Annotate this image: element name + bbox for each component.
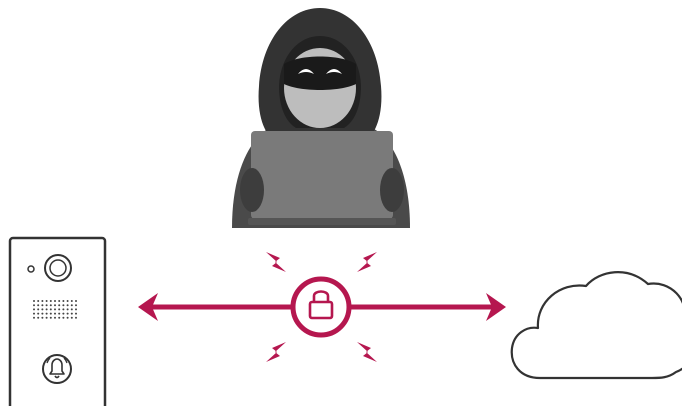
grille-dot xyxy=(41,308,44,311)
grille-dot xyxy=(58,312,61,315)
grille-dot xyxy=(45,304,48,307)
hacker-left-eye xyxy=(298,69,314,74)
laptop-screen-back xyxy=(251,131,393,219)
grille-dot xyxy=(62,316,65,319)
grille-dot xyxy=(41,300,44,302)
video-doorbell-icon xyxy=(8,236,107,406)
grille-dot xyxy=(41,304,44,307)
lightning-bolt-icon xyxy=(357,342,377,362)
grille-dot xyxy=(54,300,56,302)
grille-dot xyxy=(45,312,48,315)
grille-dot xyxy=(75,316,77,319)
grille-dot xyxy=(41,316,44,319)
grille-dot xyxy=(58,308,61,311)
lightning-bolt-icon xyxy=(266,342,286,362)
padlock-badge xyxy=(290,276,352,338)
blocked-attack-markers xyxy=(266,252,377,362)
grille-dot xyxy=(49,308,52,311)
grille-dot xyxy=(62,304,65,307)
doorbell-camera-outer xyxy=(44,254,72,282)
grille-dot xyxy=(49,316,52,319)
grille-dot xyxy=(37,300,40,302)
grille-dot xyxy=(49,312,52,315)
grille-dot xyxy=(70,312,73,315)
grille-dot xyxy=(66,312,69,315)
grille-dot xyxy=(70,308,73,311)
hacker-right-eye xyxy=(326,69,342,74)
hacker-mask xyxy=(284,56,356,90)
grille-dot xyxy=(66,316,69,319)
doorbell-camera-inner xyxy=(49,259,67,277)
laptop-base xyxy=(248,218,396,225)
grille-dot xyxy=(75,300,77,302)
grille-dot xyxy=(45,316,48,319)
cloud-outline xyxy=(510,271,682,380)
grille-dot xyxy=(54,312,56,315)
grille-dot xyxy=(54,304,56,307)
grille-dot xyxy=(70,316,73,319)
grille-dot xyxy=(75,308,77,311)
grille-dot xyxy=(33,312,35,315)
grille-dot xyxy=(37,316,40,319)
lightning-bolt-icon xyxy=(266,252,286,272)
doorbell-led xyxy=(27,265,35,273)
grille-dot xyxy=(33,304,35,307)
grille-dot xyxy=(66,308,69,311)
doorbell-speaker-grille xyxy=(33,300,77,319)
grille-dot xyxy=(58,316,61,319)
grille-dot xyxy=(33,300,35,302)
grille-dot xyxy=(75,304,77,307)
arrow-right-icon xyxy=(486,293,506,321)
grille-dot xyxy=(58,304,61,307)
grille-dot xyxy=(33,316,35,319)
grille-dot xyxy=(45,300,48,302)
encrypted-connection xyxy=(138,276,506,338)
grille-dot xyxy=(54,316,56,319)
hacker-left-hand xyxy=(240,168,264,212)
grille-dot xyxy=(62,300,65,302)
bell-icon xyxy=(49,358,65,379)
grille-dot xyxy=(70,300,73,302)
hacker-icon xyxy=(232,8,410,228)
doorbell-bell-button xyxy=(42,354,72,384)
cloud-icon xyxy=(510,271,682,380)
grille-dot xyxy=(62,308,65,311)
grille-dot xyxy=(49,304,52,307)
grille-dot xyxy=(75,312,77,315)
grille-dot xyxy=(54,308,56,311)
grille-dot xyxy=(58,300,61,302)
grille-dot xyxy=(66,304,69,307)
grille-dot xyxy=(33,308,35,311)
grille-dot xyxy=(45,308,48,311)
grille-dot xyxy=(37,312,40,315)
lightning-bolt-icon xyxy=(357,252,377,272)
grille-dot xyxy=(49,300,52,302)
arrow-left-icon xyxy=(138,293,158,321)
grille-dot xyxy=(41,312,44,315)
padlock-icon xyxy=(308,290,334,320)
grille-dot xyxy=(62,312,65,315)
grille-dot xyxy=(70,304,73,307)
grille-dot xyxy=(66,300,69,302)
grille-dot xyxy=(37,304,40,307)
hacker-right-hand xyxy=(380,168,404,212)
doorbell-housing xyxy=(8,236,107,406)
grille-dot xyxy=(37,308,40,311)
